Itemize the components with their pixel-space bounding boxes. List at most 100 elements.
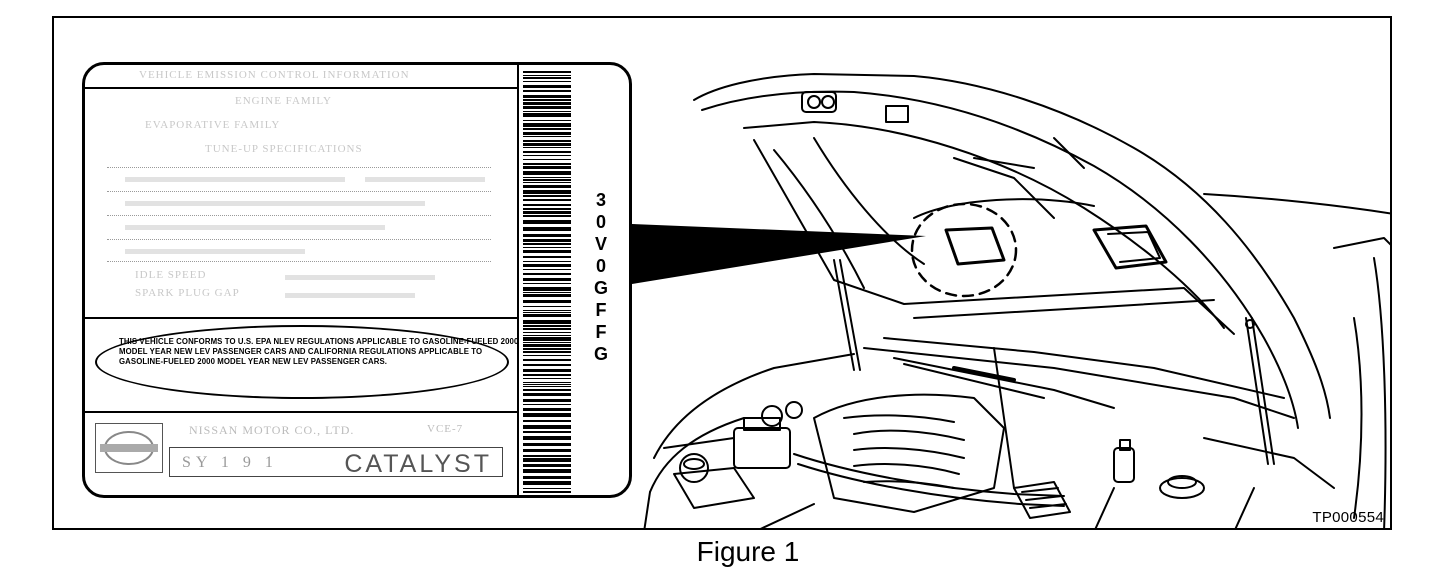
- barcode-bar: [523, 355, 571, 356]
- barcode-bar: [523, 140, 571, 142]
- barcode-bar: [523, 163, 571, 165]
- figure-frame: VEHICLE EMISSION CONTROL INFORMATION ENG…: [52, 16, 1392, 530]
- barcode-bar: [523, 99, 571, 101]
- vin-char: G: [593, 344, 608, 364]
- barcode-bar: [523, 204, 571, 206]
- barcode-bar: [523, 491, 571, 493]
- barcode-bar: [523, 227, 571, 231]
- barcode-bar: [523, 420, 571, 422]
- barcode-bar: [523, 344, 571, 347]
- faded-text-block: [125, 225, 385, 230]
- barcode-bar: [523, 312, 571, 313]
- barcode-bar: [523, 90, 571, 92]
- label-header-text: VEHICLE EMISSION CONTROL INFORMATION: [139, 69, 410, 81]
- barcode-bar: [523, 102, 571, 105]
- barcode-bar: [523, 111, 571, 112]
- barcode-bar: [523, 458, 571, 462]
- barcode-bar: [523, 337, 571, 341]
- faded-line: SPARK PLUG GAP: [135, 287, 240, 299]
- barcode-bar: [523, 132, 571, 135]
- faded-text-block: [125, 177, 345, 182]
- barcode-bar: [523, 351, 571, 353]
- barcode-bar: [523, 455, 571, 457]
- barcode-bar: [523, 399, 571, 402]
- barcode-bar: [523, 332, 571, 333]
- label-code: VCE-7: [427, 423, 464, 435]
- barcode-bar: [523, 81, 571, 82]
- epa-compliance-notice: THIS VEHICLE CONFORMS TO U.S. EPA NLEV R…: [119, 337, 519, 366]
- barcode-bar: [523, 449, 571, 452]
- barcode-bar: [523, 488, 571, 489]
- barcode-bar: [523, 292, 571, 293]
- catalyst-row: SY 1 9 1 CATALYST: [169, 447, 503, 478]
- faded-line: IDLE SPEED: [135, 269, 207, 281]
- barcode-bar: [523, 374, 571, 376]
- barcode-bar: [523, 120, 571, 121]
- barcode-bar: [523, 476, 571, 479]
- label-footer: NISSAN MOTOR CO., LTD. VCE-7 SY 1 9 1 CA…: [85, 411, 517, 495]
- barcode-bar: [523, 335, 571, 336]
- barcode-bar: [523, 348, 571, 350]
- vin-char: G: [593, 278, 608, 298]
- barcode-bar: [523, 469, 571, 473]
- faded-text-block: [125, 249, 305, 254]
- manufacturer-logo: [95, 423, 163, 473]
- barcode-bar: [523, 171, 571, 175]
- divider: [107, 261, 491, 262]
- barcode-bar: [523, 314, 571, 317]
- barcode-bar: [523, 136, 571, 137]
- vin-char: V: [594, 234, 607, 254]
- barcode-bar: [523, 369, 571, 372]
- barcode-bar: [523, 384, 571, 385]
- barcode-bar: [523, 85, 571, 88]
- barcode-bar: [523, 283, 571, 284]
- barcode-bar: [523, 425, 571, 429]
- manufacturer-name: NISSAN MOTOR CO., LTD.: [189, 423, 355, 437]
- barcode-bar: [523, 185, 571, 188]
- vin-char: F: [595, 300, 607, 320]
- barcode-bar: [523, 182, 571, 183]
- barcode-bar: [523, 95, 571, 98]
- barcode-bar: [523, 382, 571, 383]
- barcode-bar: [523, 306, 571, 307]
- faded-line: ENGINE FAMILY: [235, 95, 332, 107]
- barcode-bar: [523, 443, 571, 446]
- catalyst-prefix: SY 1 9 1: [182, 454, 278, 471]
- barcode-bar: [523, 123, 571, 127]
- faded-text-block: [125, 201, 425, 206]
- emission-control-label: VEHICLE EMISSION CONTROL INFORMATION ENG…: [82, 62, 632, 498]
- barcode-bar: [523, 328, 571, 330]
- label-info-area: ENGINE FAMILY EVAPORATIVE FAMILY TUNE-UP…: [85, 89, 517, 319]
- faded-text-block: [285, 275, 435, 280]
- barcode-bar: [523, 77, 571, 79]
- barcode-bar: [523, 179, 571, 181]
- callout-pointer: [632, 224, 926, 284]
- figure-code: TP000554: [1312, 509, 1384, 526]
- vin-char: 3: [595, 190, 606, 210]
- barcode-bar: [523, 75, 571, 76]
- barcode-bar: [523, 436, 571, 440]
- faded-text-block: [285, 293, 415, 298]
- barcode-bar: [523, 71, 571, 73]
- barcode-bar: [523, 294, 571, 297]
- barcode-bar: [523, 199, 571, 201]
- barcode-bar: [523, 155, 571, 156]
- divider: [107, 191, 491, 192]
- barcode-bar: [523, 378, 571, 379]
- divider: [107, 215, 491, 216]
- barcode-bar: [523, 325, 571, 327]
- vin-barcode: [519, 65, 575, 495]
- barcode-bar: [523, 464, 571, 467]
- vin-char: F: [595, 322, 607, 342]
- barcode-bar: [523, 404, 571, 405]
- barcode-bar: [523, 220, 571, 224]
- barcode-bar: [523, 359, 571, 361]
- logo-icon: [100, 431, 158, 465]
- barcode-bar: [523, 208, 571, 210]
- faded-text-block: [365, 177, 485, 182]
- barcode-bar: [523, 481, 571, 485]
- barcode-bar: [523, 320, 571, 324]
- barcode-bar: [523, 273, 571, 275]
- barcode-bar: [523, 113, 571, 117]
